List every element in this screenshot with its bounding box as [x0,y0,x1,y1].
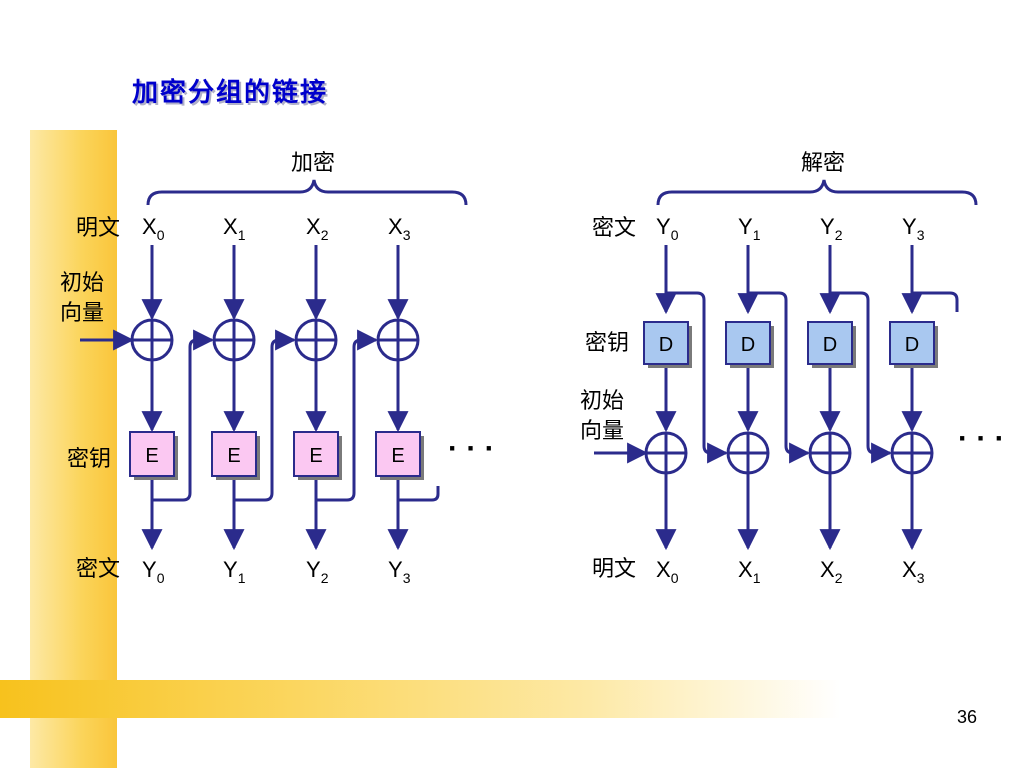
encryption-section: 加密 明文 初始 向量 密钥 密文 X0 X1 X2 X3 Y0 Y1 Y2 Y… [60,151,495,586]
dec-input-1: Y1 [738,214,761,243]
enc-iv-label-2: 向量 [60,301,104,326]
enc-e-box-0: E [129,431,178,480]
dec-input-2: Y2 [820,214,843,243]
enc-e-box-3: E [375,431,424,480]
svg-text:E: E [309,445,322,467]
dec-xor-3 [890,431,934,475]
enc-plaintext-label: 明文 [76,216,120,241]
enc-key-label: 密钥 [67,447,111,472]
enc-xor-1 [212,318,256,362]
decryption-section: 解密 密文 密钥 初始 向量 明文 Y0 Y1 Y2 Y3 X0 X1 X2 X… [580,151,1005,586]
page-number: 36 [957,707,978,727]
dec-xor-1 [726,431,770,475]
enc-input-2: X2 [306,214,329,243]
encryption-header: 加密 [291,151,335,176]
enc-xor-0 [130,318,174,362]
svg-text:E: E [145,445,158,467]
dec-xor-0 [644,431,688,475]
dec-ciphertext-label: 密文 [592,216,636,241]
enc-input-3: X3 [388,214,411,243]
dec-iv-label-1: 初始 [580,389,624,414]
decryption-brace [656,179,978,206]
svg-text:D: D [659,334,673,356]
dec-output-1: X1 [738,557,761,586]
dec-output-3: X3 [902,557,925,586]
dec-output-0: X0 [656,557,679,586]
svg-text:E: E [227,445,240,467]
decorative-horizontal-bar [0,680,840,718]
svg-text:D: D [823,334,837,356]
svg-text:E: E [391,445,404,467]
svg-text:D: D [741,334,755,356]
dec-input-0: Y0 [656,214,679,243]
enc-xor-3 [376,318,420,362]
enc-e-box-1: E [211,431,260,480]
dec-input-3: Y3 [902,214,925,243]
dec-xor-2 [808,431,852,475]
dec-d-box-0: D [643,321,692,368]
enc-output-1: Y1 [223,557,246,586]
encryption-brace [146,179,468,206]
enc-ciphertext-label: 密文 [76,557,120,582]
dec-d-box-1: D [725,321,774,368]
enc-output-3: Y3 [388,557,411,586]
dec-output-2: X2 [820,557,843,586]
enc-output-2: Y2 [306,557,329,586]
dec-plaintext-label: 明文 [592,557,636,582]
decryption-header: 解密 [801,151,845,176]
enc-e-box-2: E [293,431,342,480]
dec-d-box-3: D [889,321,938,368]
enc-ellipsis: · · · [448,432,495,465]
svg-text:D: D [905,334,919,356]
enc-iv-label-1: 初始 [60,271,104,296]
enc-xor-2 [294,318,338,362]
dec-ellipsis: · · · [958,422,1005,455]
slide-title: 加密分组的链接 [132,78,329,108]
dec-key-label: 密钥 [585,331,629,356]
dec-iv-label-2: 向量 [580,419,624,444]
dec-d-box-2: D [807,321,856,368]
enc-input-0: X0 [142,214,165,243]
enc-output-0: Y0 [142,557,165,586]
decorative-vertical-bar [30,130,117,768]
enc-input-1: X1 [223,214,246,243]
